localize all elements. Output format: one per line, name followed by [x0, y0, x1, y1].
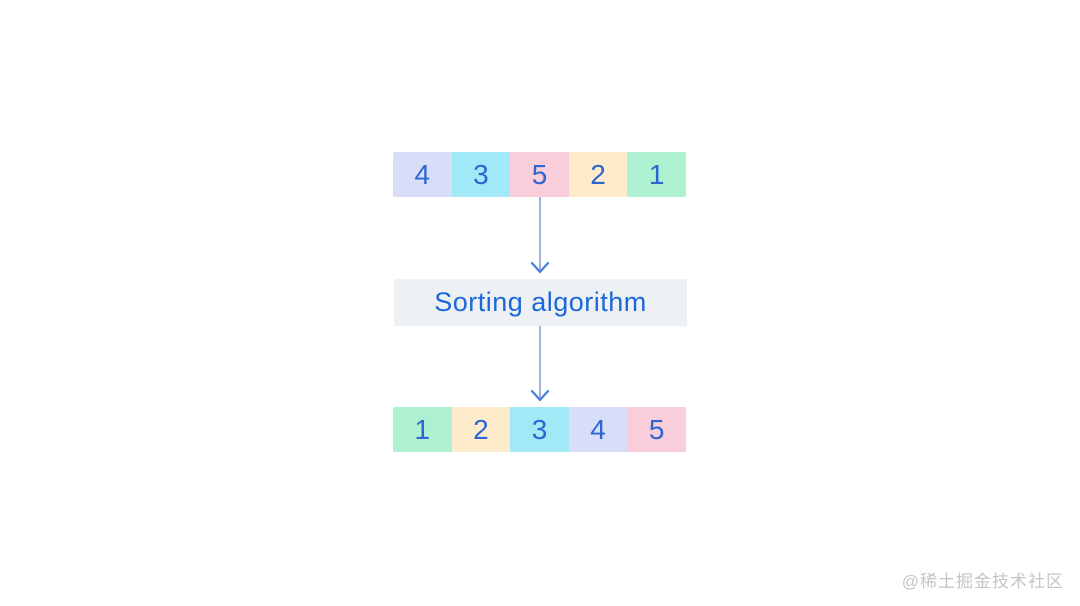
array-cell: 2 — [451, 407, 511, 452]
array-cell: 4 — [393, 152, 452, 197]
array-cell: 1 — [627, 152, 686, 197]
array-cell: 5 — [510, 152, 569, 197]
cell-value: 1 — [648, 158, 665, 190]
arrow-down-icon — [530, 326, 550, 402]
sorting-algorithm-label: Sorting algorithm — [434, 287, 647, 317]
watermark: @稀土掘金技术社区 — [901, 572, 1064, 591]
array-cell: 3 — [451, 152, 511, 197]
arrow-down-icon — [530, 197, 550, 274]
cell-value: 4 — [590, 413, 606, 445]
cell-value: 3 — [531, 413, 548, 445]
cell-value: 5 — [531, 158, 548, 190]
array-cell: 5 — [627, 407, 686, 452]
cell-value: 2 — [590, 158, 606, 190]
array-cell: 3 — [510, 407, 569, 452]
cell-value: 4 — [414, 158, 431, 190]
sorting-algorithm-box: Sorting algorithm — [394, 279, 687, 326]
cell-value: 2 — [473, 413, 489, 445]
sorted-array-row: 1 2 3 4 5 — [393, 407, 686, 452]
unsorted-array-row: 4 3 5 2 1 — [393, 152, 686, 197]
array-cell: 1 — [393, 407, 452, 452]
cell-value: 1 — [414, 413, 431, 445]
array-cell: 2 — [568, 152, 628, 197]
cell-value: 3 — [473, 158, 489, 190]
cell-value: 5 — [648, 413, 665, 445]
array-cell: 4 — [568, 407, 628, 452]
